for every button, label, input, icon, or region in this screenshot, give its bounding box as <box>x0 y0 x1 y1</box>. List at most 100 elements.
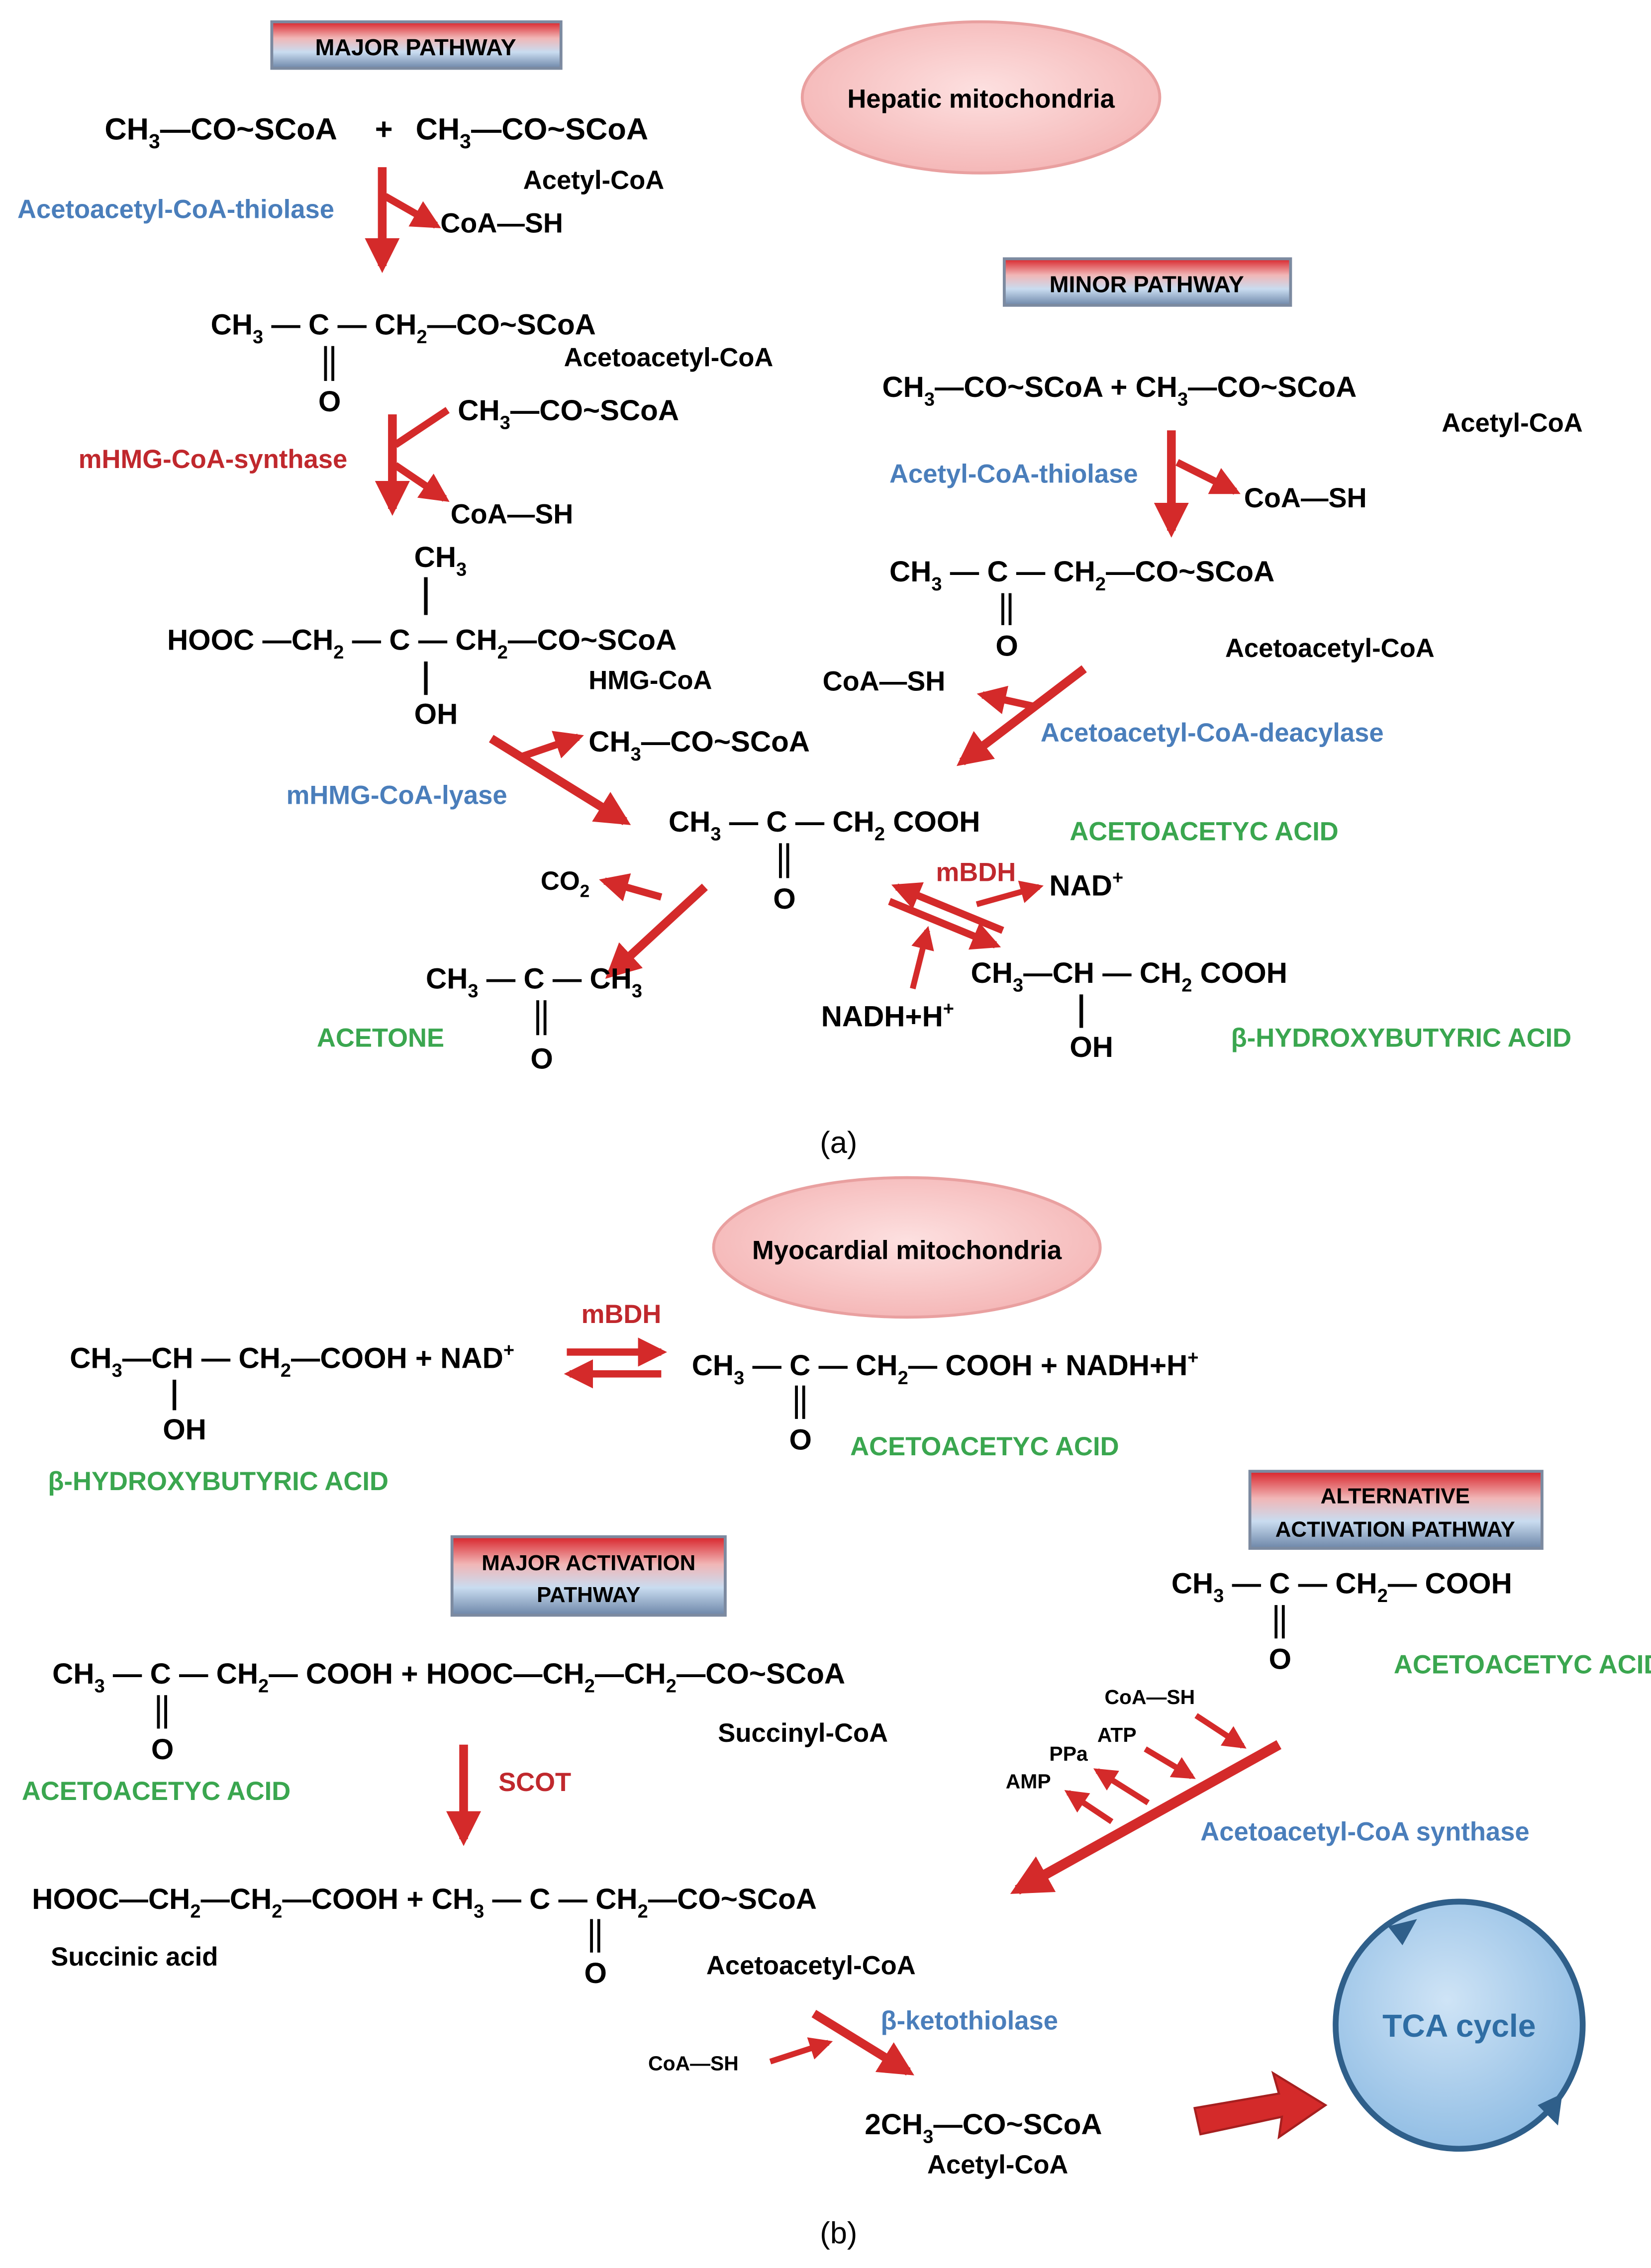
coash-release-1: CoA—SH <box>440 208 563 239</box>
arrow-mbdh-reverse <box>891 882 1004 934</box>
arrow-coash-release-1 <box>383 193 441 229</box>
succinic-acid-name: Succinic acid <box>51 1942 218 1972</box>
enzyme-mhmg-coa-lyase: mHMG-CoA-lyase <box>287 780 507 810</box>
succinic-plus-acetoacetyl-coa: HOOC—CH2—CH2—COOH + CH3 — C — CH2—CO~SCo… <box>32 1883 817 1922</box>
arrow-alt-amp-out <box>1064 1790 1114 1824</box>
major-activation-box: MAJOR ACTIVATION PATHWAY <box>450 1535 727 1617</box>
arrow-coash-release-2 <box>393 462 450 502</box>
arrow-nadh-input <box>910 926 934 990</box>
minor-pathway-box: MINOR PATHWAY <box>1002 257 1292 307</box>
minor-coash-release: CoA—SH <box>1244 482 1367 513</box>
arrow-to-tca <box>1193 2071 1328 2140</box>
alt-atp: ATP <box>1097 1723 1137 1746</box>
tca-cycle-label: TCA cycle <box>1382 2008 1536 2044</box>
arrow-acetyl-input <box>393 407 450 448</box>
major-act-acetoacetic-label: ACETOACETYC ACID <box>22 1777 291 1806</box>
b-acetoacetic-label: ACETOACETYC ACID <box>850 1432 1119 1461</box>
hepatic-mitochondria-ellipse: Hepatic mitochondria <box>800 20 1162 175</box>
alternative-activation-label-2: ACTIVATION PATHWAY <box>1275 1517 1515 1542</box>
major-act-acetoacetic-structure: CH3 — C — CH2— COOH + HOOC—CH2—CH2—CO~SC… <box>52 1658 845 1697</box>
acetoacetic-acid-label: ACETOACETYC ACID <box>1069 817 1338 847</box>
hepatic-mitochondria-label: Hepatic mitochondria <box>847 84 1115 113</box>
acetoacetic-acid-structure: CH3 — C — CH2 COOH <box>669 806 980 845</box>
acetone-oxygen: O <box>530 1042 553 1075</box>
alt-acetoacetic-structure: CH3 — C — CH2— COOH <box>1171 1568 1512 1607</box>
major-activation-label-1: MAJOR ACTIVATION <box>482 1551 695 1575</box>
arrow-ketothiolase <box>811 2009 914 2076</box>
hmg-oh: OH <box>414 698 458 731</box>
arrow-co2-release <box>599 873 663 902</box>
succinyl-coa-name: Succinyl-CoA <box>718 1718 888 1748</box>
enzyme-acetyl-coa-thiolase: Acetyl-CoA-thiolase <box>889 459 1138 488</box>
major-pathway-box: MAJOR PATHWAY <box>270 20 563 70</box>
enzyme-beta-ketothiolase: β-ketothiolase <box>881 2006 1058 2036</box>
hydroxybutyric-oh: OH <box>1069 1031 1113 1063</box>
minor-coash-release-2: CoA—SH <box>823 665 946 696</box>
minor-pathway-label: MINOR PATHWAY <box>1050 272 1244 297</box>
major-act-acetoacetic-oxygen: O <box>151 1733 174 1766</box>
enzyme-acetoacetyl-coa-thiolase: Acetoacetyl-CoA-thiolase <box>17 194 334 224</box>
myocardial-mitochondria-ellipse: Myocardial mitochondria <box>712 1176 1102 1319</box>
acetyl-coa-1: CH3—CO~SCoA <box>104 112 337 153</box>
enzyme-acetoacetyl-coa-deacylase: Acetoacetyl-CoA-deacylase <box>1041 718 1384 748</box>
coash-release-2: CoA—SH <box>451 498 574 529</box>
alternative-activation-label-1: ALTERNATIVE <box>1321 1484 1470 1508</box>
b-hydroxybutyric-structure: CH3—CH — CH2—COOH + NAD+ <box>70 1340 514 1381</box>
arrow-alt-ppa-out <box>1093 1768 1150 1805</box>
major-pathway-label: MAJOR PATHWAY <box>315 34 516 60</box>
alt-coash: CoA—SH <box>1104 1686 1195 1708</box>
alt-acetoacetic-label: ACETOACETYC ACID <box>1394 1650 1651 1679</box>
arrow-ketothiolase-coash <box>769 2037 833 2065</box>
arrow-lyase <box>488 735 631 825</box>
b-hydroxybutyric-oh: OH <box>163 1414 206 1446</box>
product-acetoacetyl-oxygen: O <box>584 1957 607 1989</box>
major-activation-label-2: PATHWAY <box>537 1583 641 1607</box>
nadh-label: NADH+H+ <box>821 998 954 1033</box>
enzyme-mhmg-coa-synthase: mHMG-CoA-synthase <box>79 445 347 474</box>
tca-arrowhead-top-icon <box>1388 1919 1417 1946</box>
minor-acetoacetyl-coa-name: Acetoacetyl-CoA <box>1225 634 1435 663</box>
minor-acetoacetyl-coa: CH3 — C — CH2—CO~SCoA <box>889 556 1274 595</box>
acetone-label: ACETONE <box>317 1024 444 1053</box>
arrow-lyase-product <box>522 731 584 759</box>
alt-ppa: PPa <box>1049 1742 1088 1765</box>
arrow-acetoacetyl-coa-synthase <box>1010 1740 1282 1894</box>
alternative-activation-box: ALTERNATIVE ACTIVATION PATHWAY <box>1248 1470 1544 1550</box>
panel-a-caption: (a) <box>820 1126 857 1160</box>
panel-a: MAJOR PATHWAY Hepatic mitochondria CH3—C… <box>17 20 1583 1160</box>
myocardial-mitochondria-label: Myocardial mitochondria <box>752 1235 1062 1265</box>
b-acetoacetic-structure: CH3 — C — CH2— COOH + NADH+H+ <box>692 1347 1199 1389</box>
acetoacetyl-oxygen: O <box>318 385 341 418</box>
alt-amp: AMP <box>1006 1770 1051 1793</box>
ketothiolase-coash: CoA—SH <box>648 2052 739 2075</box>
acetyl-coa-2: CH3—CO~SCoA <box>416 112 649 153</box>
acetyl-coa-name: Acetyl-CoA <box>523 166 664 195</box>
arrow-deacylase-coash <box>976 685 1036 714</box>
acetone-structure: CH3 — C — CH3 <box>426 963 642 1002</box>
minor-acetyl-coa-pair: CH3—CO~SCoA + CH3—CO~SCoA <box>882 371 1357 410</box>
hmg-coa-name: HMG-CoA <box>588 666 712 695</box>
arrow-alt-coash-in <box>1194 1713 1247 1749</box>
thiolysis-product-name: Acetyl-CoA <box>927 2150 1068 2179</box>
panel-b: Myocardial mitochondria CH3—CH — CH2—COO… <box>22 1176 1651 2250</box>
hmg-ch3: CH3 <box>414 541 467 580</box>
lyase-product: CH3—CO~SCoA <box>588 726 810 765</box>
b-acetoacetic-oxygen: O <box>789 1423 811 1456</box>
acetyl-coa-input: CH3—CO~SCoA <box>458 394 679 434</box>
acetoacetic-oxygen: O <box>773 883 795 915</box>
panel-b-caption: (b) <box>820 2216 857 2250</box>
hydroxybutyric-label: β-HYDROXYBUTYRIC ACID <box>1231 1024 1572 1053</box>
acetoacetyl-coa-name: Acetoacetyl-CoA <box>564 343 774 373</box>
product-acetoacetyl-coa-name: Acetoacetyl-CoA <box>706 1951 916 1981</box>
enzyme-scot: SCOT <box>498 1768 571 1797</box>
co2-label: CO2 <box>541 866 589 901</box>
arrow-deacylase <box>956 665 1087 766</box>
arrow-minor-coash <box>1175 459 1241 495</box>
enzyme-mbdh-hepatic: mBDH <box>936 857 1016 887</box>
minor-acetyl-coa-name: Acetyl-CoA <box>1442 408 1582 438</box>
minor-acetoacetyl-oxygen: O <box>995 630 1018 662</box>
tca-cycle: TCA cycle <box>1333 1898 1586 2152</box>
arrow-alt-atp-in <box>1144 1746 1196 1780</box>
enzyme-acetoacetyl-coa-synthase: Acetoacetyl-CoA synthase <box>1200 1817 1529 1847</box>
